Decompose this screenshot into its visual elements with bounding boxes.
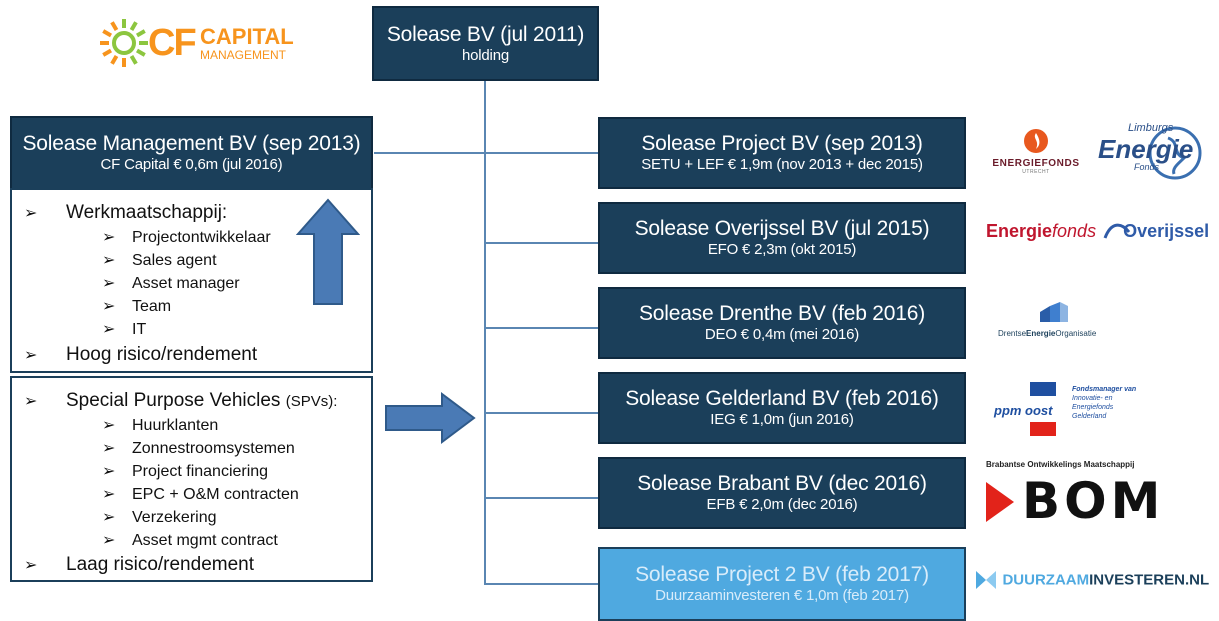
list-item: ➢Huurklanten [102,417,219,434]
flame-icon [1024,129,1048,153]
list-item: ➢Asset mgmt contract [102,532,278,549]
subsidiary-project: Solease Project BV (sep 2013) SETU + LEF… [598,117,966,189]
list-item: ➢Projectontwikkelaar [102,229,271,246]
energiefonds-utrecht-logo: ENERGIEFONDS UTRECHT [986,128,1086,184]
holding-subtitle: holding [462,46,509,64]
subsidiary-subtitle: DEO € 0,4m (mei 2016) [704,326,860,344]
globe-icon [1148,126,1202,180]
subsidiary-title: Solease Overijssel BV (jul 2015) [634,217,930,241]
list-item: ➢EPC + O&M contracten [102,486,299,503]
holding-title: Solease BV (jul 2011) [386,22,585,46]
management-box: Solease Management BV (sep 2013) CF Capi… [10,116,373,190]
werkmaatschappij-list: ➢Werkmaatschappij: ➢Projectontwikkelaar … [10,188,373,373]
arrow-right-icon [385,392,476,444]
blocks-icon [1040,302,1068,322]
connector-sub-3 [484,327,600,329]
list-item: ➢Zonnestroomsystemen [102,440,295,457]
subsidiary-project-2: Solease Project 2 BV (feb 2017) Duurzaam… [598,547,966,621]
connector-management [374,152,486,154]
subsidiary-drenthe: Solease Drenthe BV (feb 2016) DEO € 0,4m… [598,287,966,359]
cf-capital-logo: CF CAPITAL MANAGEMENT [96,18,296,68]
connector-sub-5 [484,497,600,499]
subsidiary-brabant: Solease Brabant BV (dec 2016) EFB € 2,0m… [598,457,966,529]
bowtie-icon [976,571,996,589]
list-item: ➢Sales agent [102,252,217,269]
subsidiary-title: Solease Project 2 BV (feb 2017) [635,563,929,587]
bom-logo: Brabantse Ontwikkelings Maatschappij BOM [986,460,1165,530]
subsidiary-subtitle: EFB € 2,0m (dec 2016) [706,496,858,514]
connector-sub-2 [484,242,600,244]
ppm-oost-logo: ppm oost Fondsmanager van Innovatie- en … [994,382,1174,438]
arrow-up-icon [296,198,360,305]
list-heading: ➢Special Purpose Vehicles (SPVs): [24,390,338,411]
list-item: ➢Team [102,298,172,315]
subsidiary-overijssel: Solease Overijssel BV (jul 2015) EFO € 2… [598,202,966,274]
subsidiary-gelderland: Solease Gelderland BV (feb 2016) IEG € 1… [598,372,966,444]
subsidiary-title: Solease Drenthe BV (feb 2016) [638,302,926,326]
management-subtitle: CF Capital € 0,6m (jul 2016) [100,156,283,174]
swoosh-icon [1103,223,1131,239]
subsidiary-title: Solease Project BV (sep 2013) [641,132,923,156]
subsidiary-subtitle: EFO € 2,3m (okt 2015) [707,241,857,259]
subsidiary-title: Solease Brabant BV (dec 2016) [637,472,927,496]
energiefonds-overijssel-logo: Energiefonds Overijssel [986,220,1216,252]
duurzaaminvesteren-logo: DUURZAAMINVESTEREN.NL [974,568,1214,600]
connector-sub-1 [484,152,600,154]
limburgs-energie-fonds-logo: Limburgs Energie Fonds [1092,120,1204,184]
list-item: ➢IT [102,321,147,338]
drentse-energie-organisatie-logo: DrentseEnergieOrganisatie [998,302,1108,342]
list-item: ➢Project financiering [102,463,269,480]
triangle-icon [986,482,1014,522]
list-heading: ➢Werkmaatschappij: [24,202,228,223]
holding-box: Solease BV (jul 2011) holding [372,6,599,81]
subsidiary-subtitle: IEG € 1,0m (jun 2016) [710,411,854,429]
subsidiary-subtitle: SETU + LEF € 1,9m (nov 2013 + dec 2015) [641,156,923,174]
list-item: ➢Asset manager [102,275,240,292]
management-title: Solease Management BV (sep 2013) [22,132,361,156]
connector-sub-6 [484,583,600,585]
subsidiary-subtitle: Duurzaaminvesteren € 1,0m (feb 2017) [655,587,909,605]
connector-sub-4 [484,412,600,414]
sun-icon [100,19,148,67]
list-item: ➢Verzekering [102,509,217,526]
subsidiary-title: Solease Gelderland BV (feb 2016) [625,387,939,411]
list-footer: ➢Laag risico/rendement [24,554,254,575]
connector-vertical [484,80,486,585]
spv-list: ➢Special Purpose Vehicles (SPVs): ➢Huurk… [10,376,373,582]
list-footer: ➢Hoog risico/rendement [24,344,258,365]
